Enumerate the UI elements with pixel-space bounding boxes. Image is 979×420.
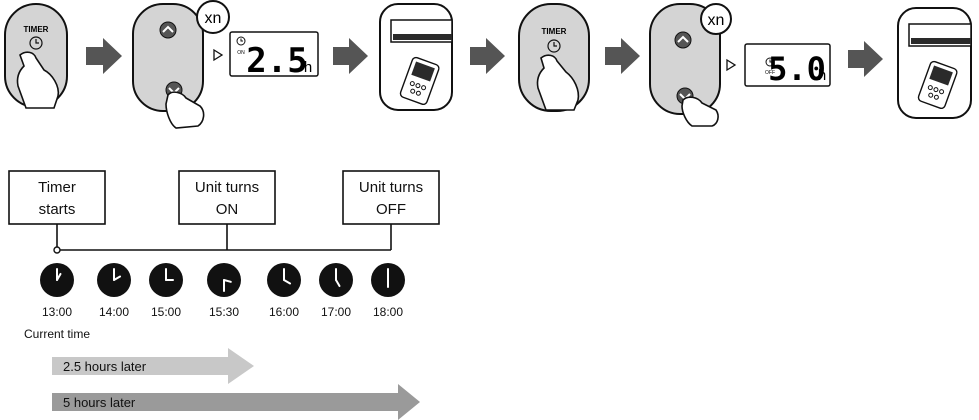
on-timer-display: ON 2.5 h xyxy=(229,31,319,81)
clock-hour-hand xyxy=(56,272,62,281)
clock-time-label: 14:00 xyxy=(99,305,129,319)
up-button-icon xyxy=(159,21,177,39)
timer-button-label: TIMER xyxy=(542,27,567,36)
ac-unit-remote-step-3 xyxy=(379,3,453,111)
flow-arrow xyxy=(333,38,368,74)
clock-time-label: 18:00 xyxy=(373,305,403,319)
on-mode-label: ON xyxy=(237,50,245,56)
clock-face-1700: 17:00 xyxy=(319,263,353,319)
callout-line-1: Unit turns xyxy=(359,179,423,196)
clock-hour-hand xyxy=(113,275,122,281)
clock-hour-hand xyxy=(223,279,232,283)
callout-line-1: Unit turns xyxy=(195,179,259,196)
timeline-connector xyxy=(56,224,392,251)
callout-timer-starts: Timer starts xyxy=(8,170,106,225)
clock-face-1800: 18:00 xyxy=(371,263,405,319)
callout-unit-off: Unit turns OFF xyxy=(342,170,440,225)
current-time-label: Current time xyxy=(24,327,90,341)
timeline-start-marker xyxy=(53,246,61,254)
clock-face-1300: 13:00 xyxy=(40,263,74,319)
clock-hour-hand xyxy=(335,279,341,288)
clock-row: 13:00 14:00 15:00 15:30 16:00 17:00 18:00 xyxy=(40,263,405,319)
flow-arrow xyxy=(470,38,505,74)
clock-time-label: 17:00 xyxy=(321,305,351,319)
flow-arrow xyxy=(86,38,122,74)
clock-time-label: 16:00 xyxy=(269,305,299,319)
on-timer-value: 2.5 xyxy=(246,41,307,81)
clock-face-1400: 14:00 xyxy=(97,263,131,319)
off-mode-label: OFF xyxy=(765,70,775,76)
clock-hour-hand xyxy=(283,279,292,285)
up-button-icon xyxy=(674,31,692,49)
remote-control-icon xyxy=(399,56,440,106)
clock-time-label: 13:00 xyxy=(42,305,72,319)
indicator-triangle-icon xyxy=(726,58,737,72)
flow-arrow xyxy=(605,38,640,74)
clock-time-label: 15:30 xyxy=(209,305,239,319)
off-timer-value: 5.0 xyxy=(768,50,826,88)
off-timer-unit: h xyxy=(818,67,826,84)
indicator-triangle-icon xyxy=(213,48,224,62)
off-timer-display: OFF 5.0 h xyxy=(744,43,831,88)
duration-label: 2.5 hours later xyxy=(63,359,147,374)
pressing-hand-icon xyxy=(165,91,205,129)
callout-line-2: OFF xyxy=(376,201,406,218)
timer-button-label: TIMER xyxy=(24,25,49,34)
repeat-press-label: xn xyxy=(205,10,222,27)
pressing-hand-icon xyxy=(536,54,580,111)
duration-bar-2-5h: 2.5 hours later xyxy=(52,348,254,384)
pressing-hand-icon xyxy=(16,51,60,109)
clock-icon xyxy=(29,36,43,50)
duration-bar-5h: 5 hours later xyxy=(52,384,420,420)
clock-time-label: 15:00 xyxy=(151,305,181,319)
clock-icon xyxy=(547,39,561,53)
up-down-buttons-step-2: xn xyxy=(132,0,230,129)
clock-face-1500: 15:00 xyxy=(149,263,183,319)
duration-label: 5 hours later xyxy=(63,395,136,410)
flow-arrow xyxy=(848,41,883,77)
on-timer-unit: h xyxy=(304,59,312,76)
up-down-buttons-step-5: xn xyxy=(649,3,732,127)
pressing-hand-icon xyxy=(681,96,719,127)
clock-face-1600: 16:00 xyxy=(267,263,301,319)
callout-unit-on: Unit turns ON xyxy=(178,170,276,225)
timer-button-step-1: TIMER xyxy=(4,3,68,109)
ac-unit-remote-step-6 xyxy=(897,7,972,119)
callout-line-2: starts xyxy=(39,201,76,218)
repeat-press-label: xn xyxy=(708,12,725,29)
timer-button-step-4: TIMER xyxy=(518,3,590,112)
callout-line-2: ON xyxy=(216,201,239,218)
clock-face-1530: 15:30 xyxy=(207,263,241,319)
callout-line-1: Timer xyxy=(38,179,76,196)
remote-control-icon xyxy=(917,60,958,110)
